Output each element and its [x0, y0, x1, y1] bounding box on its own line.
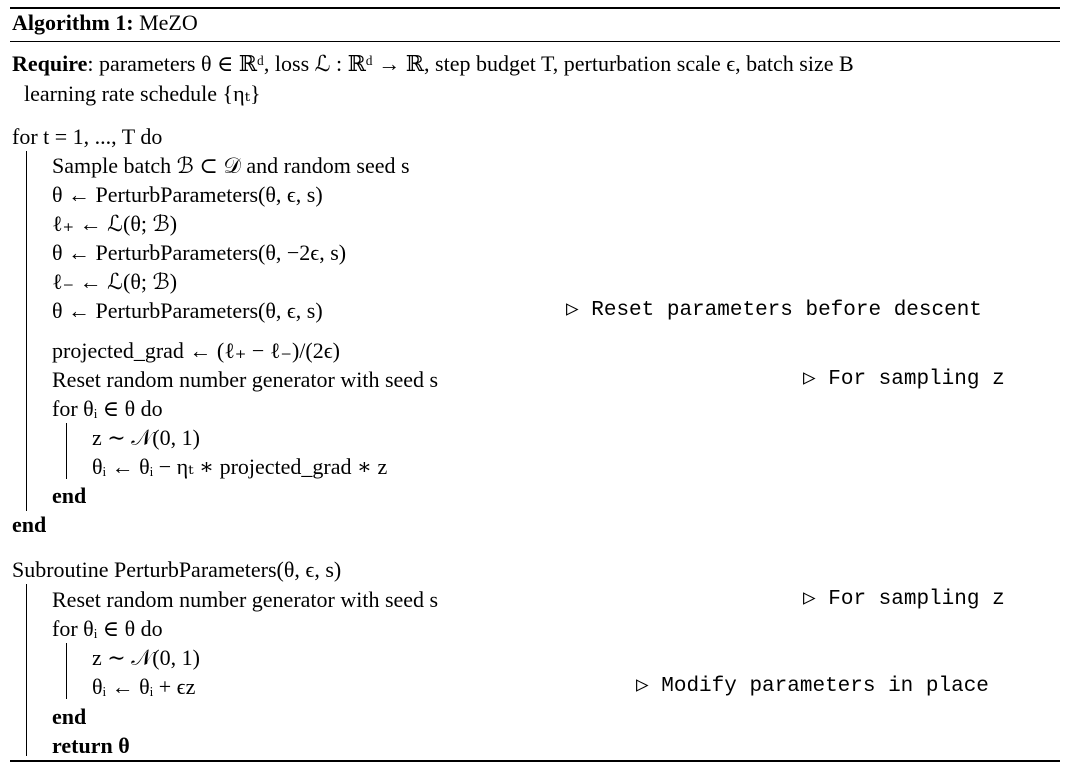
loop-end: end [12, 511, 46, 539]
subroutine-inner-line-1: z ∼ 𝒩(0, 1) [92, 644, 200, 672]
inner-line-2: θᵢ ← θᵢ − ηₜ ∗ projected_grad ∗ z [92, 453, 387, 481]
loop-line-3: ℓ₊ ← ℒ(θ; ℬ) [52, 210, 177, 238]
bottom-rule [10, 760, 1060, 762]
subroutine-header-text: Subroutine PerturbParameters(θ, ϵ, s) [12, 557, 342, 582]
require-line-1: Require: parameters θ ∈ ℝᵈ, loss ℒ : ℝᵈ … [12, 50, 854, 78]
loop-line-5: ℓ₋ ← ℒ(θ; ℬ) [52, 268, 177, 296]
comment-sampling-z-1: ▷ For sampling z [803, 368, 1005, 391]
subroutine-indent-bar [26, 584, 27, 756]
inner-line-1: z ∼ 𝒩(0, 1) [92, 424, 200, 452]
inner-for-header: for θᵢ ∈ θ do [52, 395, 163, 423]
subroutine-inner-line-2: θᵢ ← θᵢ + ϵz [92, 673, 195, 701]
main-loop-indent-bar [26, 151, 27, 511]
comment-reset-parameters: ▷ Reset parameters before descent [566, 299, 982, 322]
comment-sampling-z-2: ▷ For sampling z [803, 588, 1005, 611]
caption-label: Algorithm 1: [12, 10, 134, 35]
subroutine-return: return θ [52, 732, 130, 760]
loop-line-7-text: projected_grad ← (ℓ₊ − ℓ₋)/(2ϵ) [52, 338, 340, 363]
inner-loop-indent-bar [66, 423, 67, 479]
loop-line-2: θ ← PerturbParameters(θ, ϵ, s) [52, 181, 323, 209]
algorithm-caption: Algorithm 1: MeZO [12, 9, 198, 37]
loop-end-text: end [12, 512, 47, 537]
inner-line-1-text: z ∼ 𝒩(0, 1) [92, 425, 200, 450]
loop-line-5-text: ℓ₋ ← ℒ(θ; ℬ) [52, 269, 178, 294]
inner-end: end [52, 482, 86, 510]
subroutine-header: Subroutine PerturbParameters(θ, ϵ, s) [12, 556, 341, 584]
inner-end-text: end [52, 483, 87, 508]
top-rule [10, 7, 1060, 9]
require-line-2: learning rate schedule {ηₜ} [24, 80, 261, 108]
subroutine-inner-indent-bar [66, 643, 67, 699]
subroutine-line-1-text: Reset random number generator with seed … [52, 587, 439, 612]
for-header-text: for t = 1, ..., T do [12, 124, 163, 149]
comment-modify-parameters: ▷ Modify parameters in place [636, 675, 989, 698]
subroutine-inner-line-1-text: z ∼ 𝒩(0, 1) [92, 645, 200, 670]
loop-line-1-text: Sample batch ℬ ⊂ 𝒟 and random seed s [52, 153, 410, 178]
loop-line-2-text: θ ← PerturbParameters(θ, ϵ, s) [52, 182, 323, 207]
inner-line-2-text: θᵢ ← θᵢ − ηₜ ∗ projected_grad ∗ z [92, 454, 388, 479]
inner-for-header-text: for θᵢ ∈ θ do [52, 396, 163, 421]
loop-line-6-text: θ ← PerturbParameters(θ, ϵ, s) [52, 298, 323, 323]
require-keyword: Require [12, 51, 88, 76]
caption-rule [10, 41, 1060, 42]
loop-line-1: Sample batch ℬ ⊂ 𝒟 and random seed s [52, 152, 410, 180]
subroutine-inner-line-2-text: θᵢ ← θᵢ + ϵz [92, 674, 196, 699]
caption-name: MeZO [139, 10, 198, 35]
loop-line-6: θ ← PerturbParameters(θ, ϵ, s) [52, 297, 323, 325]
loop-line-8: Reset random number generator with seed … [52, 366, 438, 394]
subroutine-return-text: return θ [52, 733, 130, 758]
for-loop-header: for t = 1, ..., T do [12, 123, 162, 151]
subroutine-inner-end-text: end [52, 704, 87, 729]
subroutine-line-1: Reset random number generator with seed … [52, 586, 438, 614]
loop-line-4: θ ← PerturbParameters(θ, −2ϵ, s) [52, 239, 346, 267]
subroutine-inner-end: end [52, 703, 86, 731]
subroutine-inner-for: for θᵢ ∈ θ do [52, 615, 163, 643]
loop-line-7: projected_grad ← (ℓ₊ − ℓ₋)/(2ϵ) [52, 337, 340, 365]
subroutine-inner-for-text: for θᵢ ∈ θ do [52, 616, 163, 641]
require-text-1: : parameters θ ∈ ℝᵈ, loss ℒ : ℝᵈ → ℝ, st… [87, 51, 854, 76]
loop-line-8-text: Reset random number generator with seed … [52, 367, 439, 392]
loop-line-4-text: θ ← PerturbParameters(θ, −2ϵ, s) [52, 240, 347, 265]
loop-line-3-text: ℓ₊ ← ℒ(θ; ℬ) [52, 211, 178, 236]
require-text-2: learning rate schedule {ηₜ} [24, 81, 261, 106]
